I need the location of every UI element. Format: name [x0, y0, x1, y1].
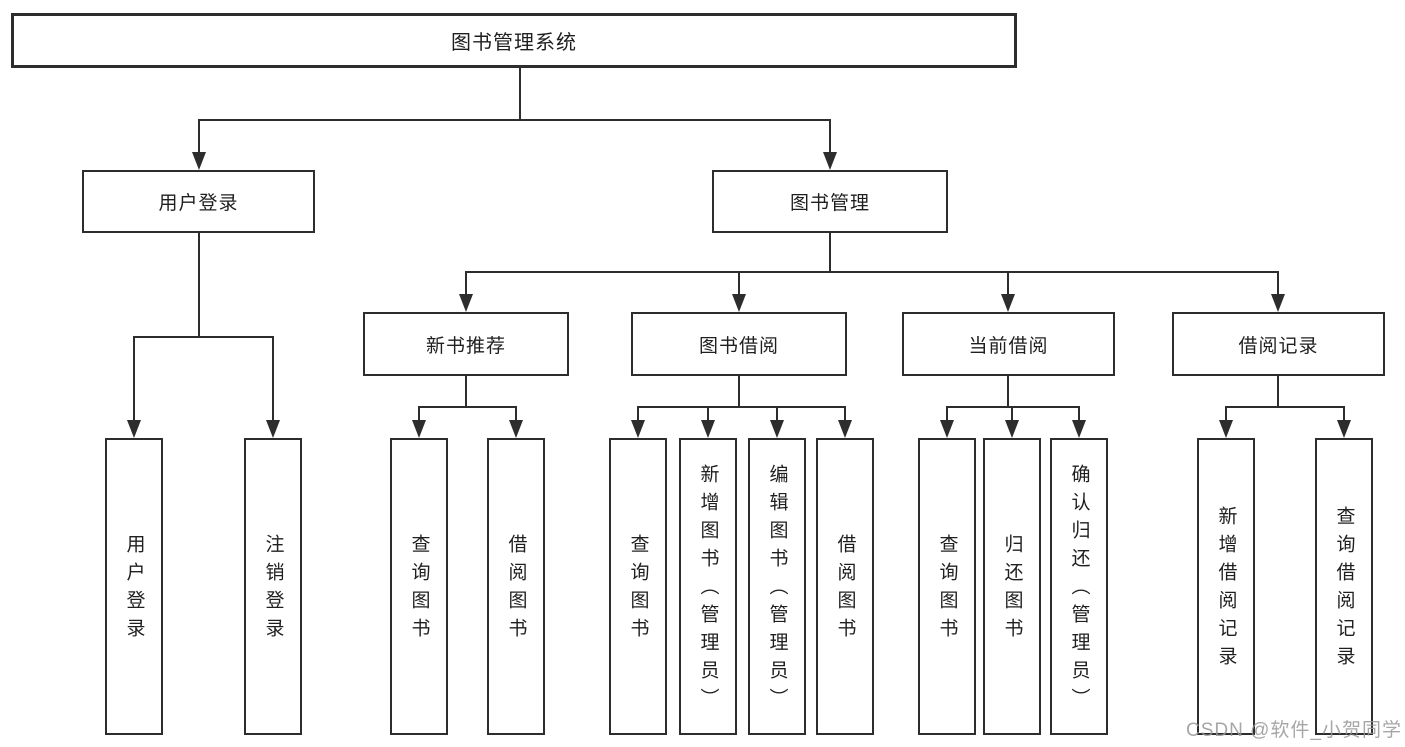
leaf-borrow-borrow-books: 借阅图书: [816, 438, 874, 735]
csdn-watermark: CSDN @软件_小贺同学: [1186, 720, 1402, 741]
node-user-login: 用户登录: [82, 170, 315, 233]
connector-new-book-rail: [418, 406, 517, 408]
leaf-borrow-add-books-admin: 新增图书（管理员）: [679, 438, 737, 735]
connector-drop-record: [1277, 271, 1279, 295]
connector-user-login-rail: [133, 336, 274, 338]
leaf-borrow-edit-books-admin: 编辑图书（管理员）: [748, 438, 806, 735]
connector-drop-new-book: [465, 271, 467, 295]
connector-drop-login-leaf: [133, 336, 135, 422]
connector-user-login-stub: [198, 233, 200, 336]
connector-borrow-rail: [637, 406, 846, 408]
connector-new-book-stub: [465, 376, 467, 406]
connector-drop-book-mgmt: [829, 119, 831, 153]
leaf-record-add-borrow-record: 新增借阅记录: [1197, 438, 1255, 735]
connector-drop-bw3: [776, 406, 778, 422]
arrowhead-cu1: [940, 420, 954, 438]
arrowhead-book-mgmt: [823, 152, 837, 170]
connector-drop-bw2: [707, 406, 709, 422]
leaf-record-query-borrow-record: 查询借阅记录: [1315, 438, 1373, 735]
connector-record-rail: [1225, 406, 1345, 408]
connector-drop-cu3: [1078, 406, 1080, 422]
connector-record-stub: [1277, 376, 1279, 406]
arrowhead-rc1: [1219, 420, 1233, 438]
leaf-newbook-query-books: 查询图书: [390, 438, 448, 735]
leaf-current-query-books: 查询图书: [918, 438, 976, 735]
connector-drop-bw1: [637, 406, 639, 422]
connector-drop-cu1: [946, 406, 948, 422]
leaf-borrow-query-books: 查询图书: [609, 438, 667, 735]
connector-root-rail: [198, 119, 831, 121]
arrowhead-current: [1001, 294, 1015, 312]
arrowhead-login-leaf: [127, 420, 141, 438]
arrowhead-borrow: [732, 294, 746, 312]
node-book-mgmt: 图书管理: [712, 170, 948, 233]
arrowhead-record: [1271, 294, 1285, 312]
leaf-current-confirm-return-admin: 确认归还（管理员）: [1050, 438, 1108, 735]
connector-book-mgmt-stub: [829, 233, 831, 271]
arrowhead-bw1: [631, 420, 645, 438]
connector-root-stub: [519, 68, 521, 119]
arrowhead-nb2: [509, 420, 523, 438]
connector-drop-nb2: [515, 406, 517, 422]
arrowhead-rc2: [1337, 420, 1351, 438]
arrowhead-logout-leaf: [266, 420, 280, 438]
node-borrow-record: 借阅记录: [1172, 312, 1385, 376]
node-book-borrow: 图书借阅: [631, 312, 847, 376]
arrowhead-new-book: [459, 294, 473, 312]
arrowhead-cu3: [1072, 420, 1086, 438]
connector-drop-rc2: [1343, 406, 1345, 422]
leaf-user-login: 用户登录: [105, 438, 163, 735]
connector-drop-cu2: [1011, 406, 1013, 422]
connector-drop-user-login: [198, 119, 200, 153]
arrowhead-bw4: [838, 420, 852, 438]
arrowhead-bw3: [770, 420, 784, 438]
connector-drop-current: [1007, 271, 1009, 295]
leaf-newbook-borrow-books: 借阅图书: [487, 438, 545, 735]
leaf-current-return-books: 归还图书: [983, 438, 1041, 735]
connector-drop-rc1: [1225, 406, 1227, 422]
leaf-logout: 注销登录: [244, 438, 302, 735]
connector-drop-logout-leaf: [272, 336, 274, 422]
connector-current-stub: [1007, 376, 1009, 406]
connector-drop-nb1: [418, 406, 420, 422]
connector-borrow-stub: [738, 376, 740, 406]
arrowhead-user-login: [192, 152, 206, 170]
arrowhead-nb1: [412, 420, 426, 438]
node-new-book-rec: 新书推荐: [363, 312, 569, 376]
connector-book-mgmt-rail: [465, 271, 1279, 273]
arrowhead-cu2: [1005, 420, 1019, 438]
node-library-system-root: 图书管理系统: [11, 13, 1017, 68]
node-current-borrow: 当前借阅: [902, 312, 1115, 376]
connector-drop-bw4: [844, 406, 846, 422]
connector-drop-borrow: [738, 271, 740, 295]
arrowhead-bw2: [701, 420, 715, 438]
